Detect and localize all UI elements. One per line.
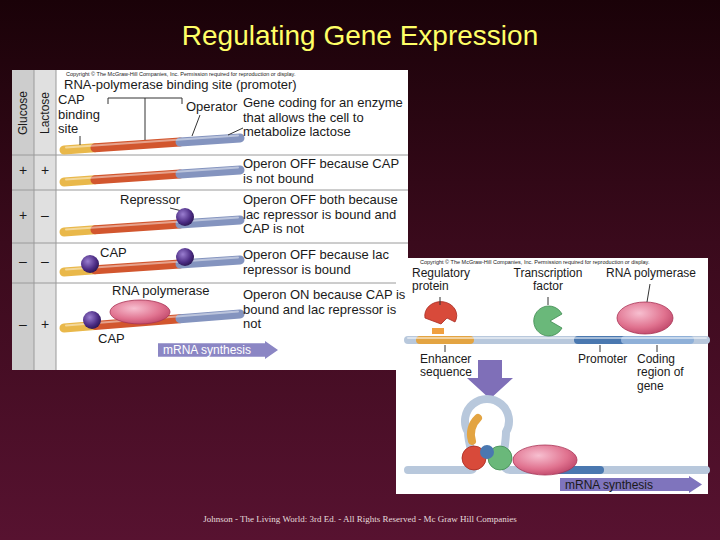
condition-sign: –: [13, 254, 33, 270]
leader-line: [145, 98, 146, 140]
condition-sign: +: [13, 163, 33, 179]
table-column: [12, 70, 34, 370]
rna-polymerase: [110, 300, 170, 324]
row-rule: [12, 190, 408, 191]
transcription-factor: [534, 306, 562, 336]
copyright-note: Copyright © The McGraw-Hill Companies, I…: [420, 259, 705, 265]
arrow-label: mRNA synthesis: [560, 478, 653, 492]
part-label: Promoter: [578, 353, 638, 366]
highlight: [66, 218, 238, 230]
leader-line: [647, 284, 650, 302]
leader-lines: [80, 98, 243, 211]
cap-ball: [83, 311, 101, 329]
state-note: Operon OFF because lac repressor is boun…: [243, 248, 408, 277]
leader-line: [80, 136, 81, 145]
cap-ball: [81, 255, 99, 273]
table-rules: [12, 70, 408, 370]
leader-line: [228, 128, 243, 135]
figure-panel: [396, 258, 708, 494]
dna-strands: [64, 138, 240, 328]
table-column: [34, 70, 56, 370]
part-label: Enhancer sequence: [420, 353, 482, 380]
leader-line: [657, 345, 658, 352]
source-caption: Johnson - The Living World: 3rd Ed. - Al…: [0, 514, 720, 524]
condition-sign: +: [13, 208, 33, 224]
condition-sign: +: [35, 317, 55, 333]
arrow-label: mRNA synthesis: [158, 343, 251, 357]
part-label: Coding region of gene: [637, 353, 701, 393]
condition-sign: –: [35, 254, 55, 270]
leader-line: [192, 115, 200, 136]
part-label: RNA polymerase: [112, 284, 242, 299]
highlight: [408, 337, 706, 339]
part-label: Gene coding for an enzyme that allows th…: [243, 96, 409, 140]
rna-polymerase: [617, 302, 673, 334]
part-label: RNA polymerase: [606, 267, 706, 280]
repressor-ball: [176, 208, 194, 226]
part-label: CAP: [100, 246, 140, 261]
mrna-arrow: mRNA synthesis: [158, 341, 278, 359]
condition-sign: –: [13, 317, 33, 333]
condition-sign: –: [35, 208, 55, 224]
part-label: Repressor: [120, 193, 210, 208]
dna-strand: [408, 336, 706, 344]
state-note: Operon OFF because CAP is not bound: [243, 157, 408, 186]
leader-line: [600, 345, 601, 352]
part-label: Regulatory protein: [412, 267, 490, 294]
figure-panel: [12, 70, 408, 370]
leader-line: [445, 345, 446, 352]
enhancer-segment: [471, 418, 478, 441]
repressor-ball: [176, 248, 194, 266]
leader-line: [440, 297, 441, 305]
arrow-body: [158, 341, 278, 359]
leader-lines: [440, 284, 657, 352]
highlight: [66, 136, 238, 148]
state-note: Operon ON because CAP is bound and lac r…: [243, 288, 408, 332]
column-header: Lactose: [36, 78, 54, 148]
column-rule: [56, 70, 57, 370]
process-arrow: [467, 360, 513, 399]
row-rule: [12, 243, 408, 244]
mrna-arrow: mRNA synthesis: [560, 476, 702, 493]
arrow-body: [560, 476, 702, 493]
row-rule: [12, 155, 408, 156]
highlight: [66, 168, 238, 180]
part-label: CAP: [98, 332, 138, 347]
condition-sign: +: [35, 163, 55, 179]
part-label: Transcription factor: [508, 267, 588, 294]
dna-top: [408, 338, 706, 340]
column-header: Glucose: [14, 78, 32, 148]
regulatory-protein: [425, 302, 457, 324]
part-label: CAP binding site: [58, 93, 104, 137]
state-note: Operon OFF both because lac repressor is…: [243, 193, 408, 237]
part-label: RNA-polymerase binding site (promoter): [64, 78, 334, 93]
slide-title: Regulating Gene Expression: [0, 20, 720, 52]
column-rule: [34, 70, 35, 370]
row-rule: [12, 283, 408, 284]
mediator-protein: [480, 445, 494, 459]
rna-polymerase: [513, 445, 577, 475]
copyright-note: Copyright © The McGraw-Hill Companies, I…: [66, 71, 406, 77]
leader-line: [548, 297, 549, 305]
regulatory-protein-tip: [432, 328, 444, 334]
